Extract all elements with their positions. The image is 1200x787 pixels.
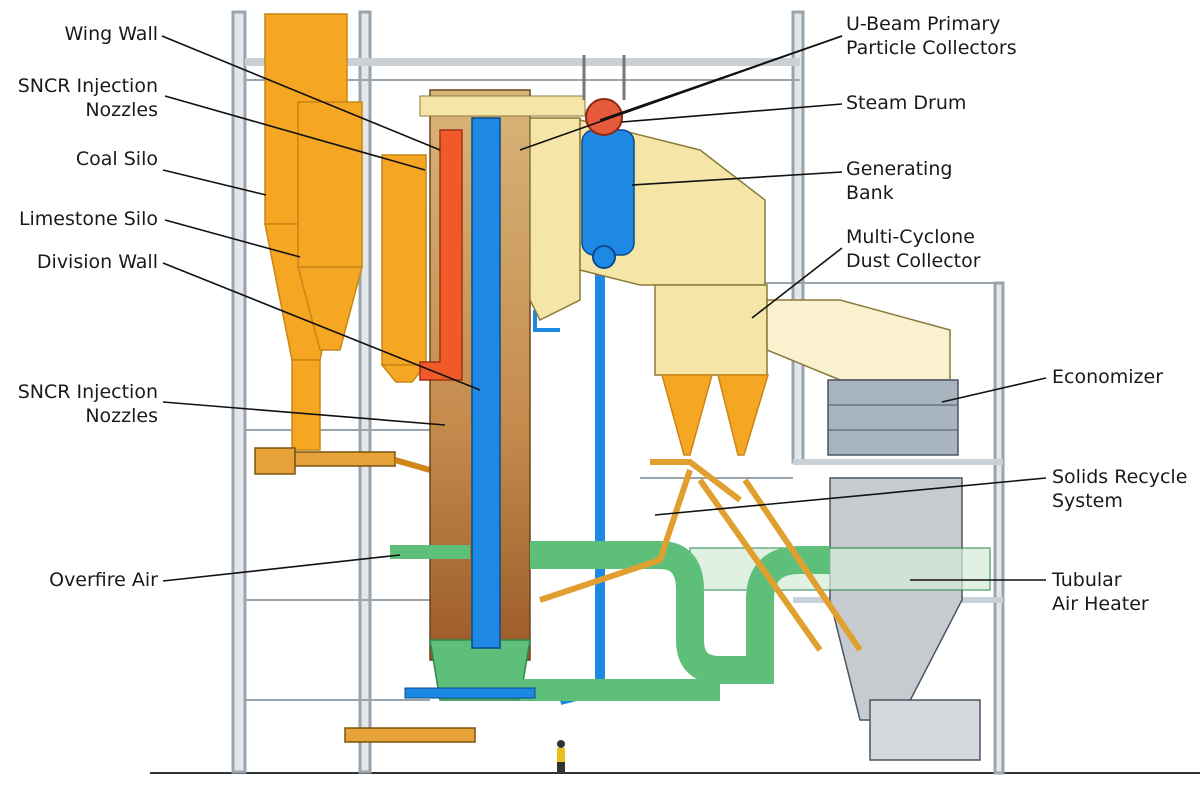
u-beam-shape	[529, 117, 581, 322]
label-text: SNCR Injection	[17, 381, 158, 403]
label-u-beam-collectors: U-Beam Primary Particle Collectors	[846, 12, 1017, 60]
label-solids-recycle: Solids Recycle System	[1052, 465, 1187, 513]
label-text: Tubular	[1052, 569, 1122, 591]
label-text: Coal Silo	[75, 148, 158, 170]
structural-frame	[231, 10, 1005, 775]
label-steam-drum: Steam Drum	[846, 91, 966, 115]
limestone-silo-shape	[297, 101, 363, 351]
label-text: Overfire Air	[49, 569, 158, 591]
generating-bank-shape	[581, 129, 635, 256]
label-text: Economizer	[1052, 366, 1164, 388]
feeder-equipment	[254, 447, 476, 743]
combustion-air-duct	[530, 541, 830, 684]
label-text: Particle Collectors	[846, 37, 1017, 59]
multi-cyclone-shape	[654, 284, 768, 376]
label-limestone-silo: Limestone Silo	[19, 207, 158, 231]
label-text: Bank	[846, 182, 894, 204]
label-sncr-injection-nozzles-upper: SNCR Injection Nozzles	[18, 74, 158, 122]
label-tubular-air-heater: Tubular Air Heater	[1052, 568, 1149, 616]
steam-drum-shape	[585, 98, 623, 136]
furnace-platform	[404, 687, 536, 699]
label-text: U-Beam Primary	[846, 13, 1001, 35]
wing-wall-shape	[419, 129, 463, 381]
mud-drum-shape	[592, 245, 616, 269]
label-wing-wall: Wing Wall	[64, 22, 158, 46]
label-text: Solids Recycle	[1052, 466, 1188, 488]
label-text: SNCR Injection	[17, 75, 158, 97]
label-generating-bank: Generating Bank	[846, 157, 952, 205]
label-text: Limestone Silo	[18, 208, 158, 230]
label-text: Nozzles	[85, 405, 158, 427]
label-overfire-air: Overfire Air	[49, 568, 158, 592]
label-coal-silo: Coal Silo	[76, 147, 158, 171]
downcomer-pipe	[558, 260, 605, 705]
fuel-bin-shape	[380, 154, 428, 383]
economizer-shape	[827, 379, 959, 456]
worker-figure	[557, 740, 565, 772]
label-text: System	[1052, 490, 1123, 512]
label-text: Division Wall	[36, 251, 158, 273]
label-text: Multi-Cyclone	[846, 226, 975, 248]
leader-lines	[161, 35, 1047, 582]
cyclone-hoppers	[661, 374, 770, 456]
label-text: Nozzles	[85, 99, 158, 121]
label-text: Generating	[846, 158, 953, 180]
label-text: Steam Drum	[846, 92, 967, 114]
label-economizer: Economizer	[1052, 365, 1163, 389]
label-text: Wing Wall	[64, 23, 158, 45]
air-heater-shape	[829, 477, 963, 721]
label-text: Air Heater	[1052, 593, 1149, 615]
label-text: Dust Collector	[846, 250, 981, 272]
division-wall-shape	[471, 117, 501, 649]
label-multi-cyclone: Multi-Cyclone Dust Collector	[846, 225, 981, 273]
label-division-wall: Division Wall	[37, 250, 158, 274]
label-sncr-injection-nozzles-lower: SNCR Injection Nozzles	[18, 380, 158, 428]
